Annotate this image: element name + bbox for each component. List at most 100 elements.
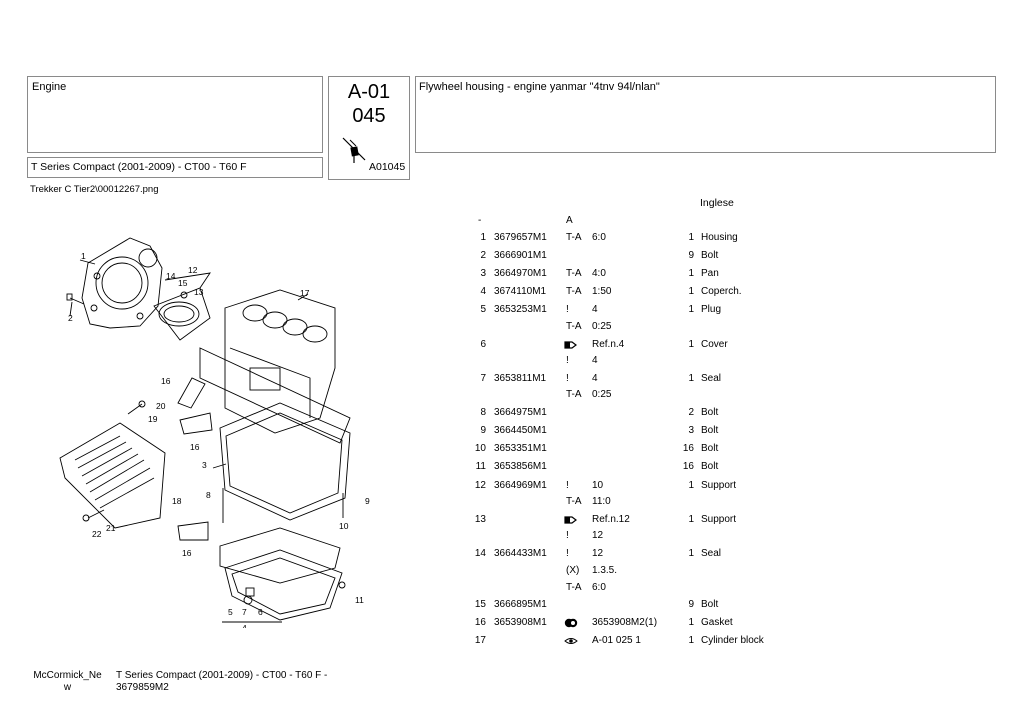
row-position: 4 [480, 286, 486, 297]
row-position: 10 [474, 443, 486, 454]
row-quantity: 1 [688, 480, 694, 491]
diagram-callout-label: 16 [161, 376, 171, 386]
diagram-callout-label: 17 [300, 288, 310, 298]
row-code: T-A [566, 582, 582, 593]
row-quantity: 9 [688, 250, 694, 261]
row-position: 9 [480, 425, 486, 436]
row-quantity: 1 [688, 635, 694, 646]
row-position: 3 [480, 268, 486, 279]
row-code: (X) [566, 565, 580, 576]
row-code: T-A [566, 389, 582, 400]
page-code-line2: 045 [352, 105, 386, 127]
row-value: 12 [592, 530, 604, 541]
row-description: Coperch. [701, 286, 742, 297]
row-part-number: 3679657M1 [494, 232, 547, 243]
page-code-line1: A-01 [347, 81, 391, 103]
reference-arrow-icon [564, 516, 577, 524]
series-header-box: T Series Compact (2001-2009) - CT00 - T6… [27, 157, 323, 178]
row-description: Cover [701, 339, 728, 350]
row-description: Seal [701, 548, 722, 559]
row-code: ! [566, 530, 569, 541]
tool-icon [342, 137, 366, 163]
row-part-number: 3666895M1 [494, 599, 547, 610]
row-quantity: 16 [682, 461, 694, 472]
row-description: Bolt [701, 599, 719, 610]
footer-brand-line1: McCormick_Ne [33, 670, 102, 681]
diagram-callout-label: 3 [202, 460, 207, 470]
diagram-callout-label: 11 [355, 595, 364, 605]
row-position: 7 [480, 373, 486, 384]
parts-header-dash: - [478, 215, 482, 226]
footer-brand-line2: w [63, 682, 72, 693]
row-value: 10 [592, 480, 604, 491]
row-value: Ref.n.12 [592, 514, 630, 525]
diagram-callout-label: 4 [242, 623, 247, 628]
page-title-box: Flywheel housing - engine yanmar "4tnv 9… [415, 76, 996, 153]
row-quantity: 1 [688, 339, 694, 350]
reference-arrow-icon [564, 341, 577, 349]
series-title: T Series Compact (2001-2009) - CT00 - T6… [31, 161, 247, 173]
language-label: Inglese [700, 197, 734, 209]
diagram-callout-label: 21 [106, 523, 116, 533]
row-position: 13 [474, 514, 486, 525]
row-description: Bolt [701, 443, 719, 454]
see-also-icon [564, 638, 578, 644]
row-description: Cylinder block [701, 635, 764, 646]
row-quantity: 1 [688, 617, 694, 628]
row-part-number: 3666901M1 [494, 250, 547, 261]
row-value: 1.3.5. [592, 565, 618, 576]
kit-icon [564, 618, 578, 628]
diagram-callout-label: 19 [148, 414, 158, 424]
row-value: 3653908M2(1) [592, 617, 658, 628]
row-value: A-01 025 1 [592, 635, 641, 646]
row-position: 11 [475, 461, 486, 472]
row-quantity: 1 [688, 232, 694, 243]
row-value: 0:25 [592, 321, 612, 332]
diagram-callout-label: 7 [242, 607, 247, 617]
row-part-number: 3664970M1 [494, 268, 547, 279]
row-description: Bolt [701, 461, 719, 472]
row-quantity: 2 [688, 407, 694, 418]
row-part-number: 3664969M1 [494, 480, 547, 491]
row-value: 6:0 [592, 232, 606, 243]
diagram-callout-label: 16 [182, 548, 192, 558]
row-position: 2 [480, 250, 486, 261]
row-value: 1:50 [592, 286, 612, 297]
footer-description: T Series Compact (2001-2009) - CT00 - T6… [116, 670, 327, 694]
row-description: Gasket [701, 617, 733, 628]
row-part-number: 3664433M1 [494, 548, 547, 559]
diagram-callout-label: 18 [172, 496, 182, 506]
row-quantity: 16 [682, 443, 694, 454]
row-quantity: 9 [688, 599, 694, 610]
row-value: 4 [592, 304, 598, 315]
row-code: T-A [566, 286, 582, 297]
row-description: Support [701, 480, 737, 491]
row-description: Pan [701, 268, 719, 279]
diagram-callout-label: 15 [178, 278, 188, 288]
row-position: 17 [474, 635, 486, 646]
diagram-callout-label: 12 [188, 265, 198, 275]
page-code-ref: A01045 [369, 161, 406, 173]
page-code-box: A-01 045 A01045 [328, 76, 410, 180]
footer-brand: McCormick_Ne w [30, 670, 105, 694]
row-position: 8 [480, 407, 486, 418]
row-quantity: 1 [688, 268, 694, 279]
row-part-number: 3653908M1 [494, 617, 547, 628]
row-part-number: 3653253M1 [494, 304, 547, 315]
diagram-callout-label: 22 [92, 529, 102, 539]
diagram-callout-label: 8 [206, 490, 211, 500]
row-description: Support [701, 514, 737, 525]
row-description: Plug [701, 304, 722, 315]
diagram-callout-label: 2 [68, 313, 73, 323]
row-code: ! [566, 355, 569, 366]
diagram-callout-label: 20 [156, 401, 166, 411]
diagram-callout-label: 9 [365, 496, 370, 506]
row-code: T-A [566, 321, 582, 332]
diagram-callout-label: 16 [190, 442, 200, 452]
row-quantity: 1 [688, 373, 694, 384]
row-description: Seal [701, 373, 722, 384]
diagram-callout-label: 14 [166, 271, 176, 281]
row-quantity: 1 [688, 548, 694, 559]
row-part-number: 3664975M1 [494, 407, 547, 418]
row-quantity: 3 [688, 425, 694, 436]
